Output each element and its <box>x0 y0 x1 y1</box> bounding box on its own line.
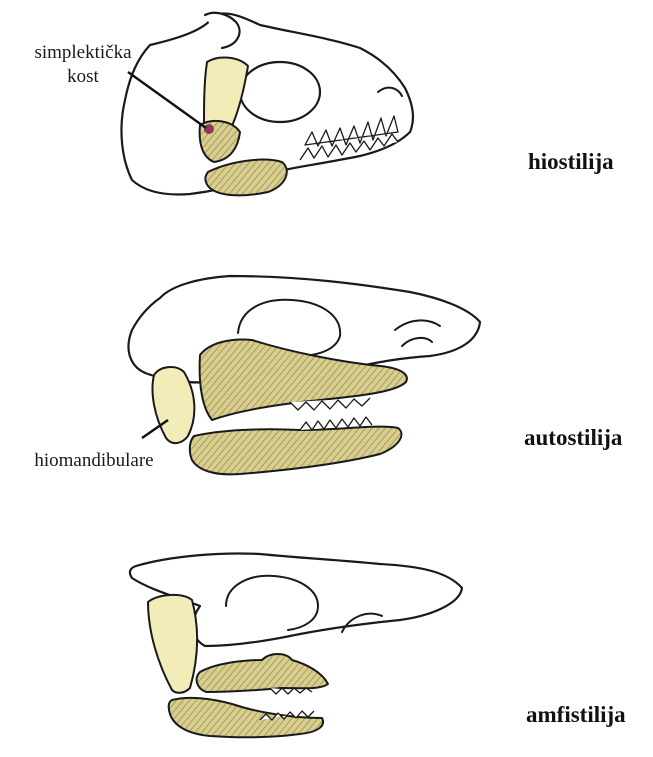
type-label-amphistyly: amfistilija <box>526 702 626 727</box>
symplectic-label-line1: simplektička <box>34 42 132 63</box>
lower-jaw <box>169 698 323 737</box>
skull-autostyly <box>129 276 480 474</box>
lower-jaw <box>190 427 402 475</box>
type-label-hyostyly: hiostilija <box>528 149 614 174</box>
skull-hyostyly <box>121 13 412 196</box>
hyomandibular-bone <box>148 595 197 693</box>
symplectic-label-line2: kost <box>67 66 99 87</box>
symplectic-marker <box>204 124 214 134</box>
hyomandibular-bone <box>153 367 195 443</box>
upper-jaw <box>197 654 328 692</box>
type-label-autostyly: autostilija <box>524 425 623 450</box>
orbit <box>240 62 320 122</box>
skull-amphistyly <box>130 554 462 738</box>
hyomandibular-label: hiomandibulare <box>34 450 153 471</box>
